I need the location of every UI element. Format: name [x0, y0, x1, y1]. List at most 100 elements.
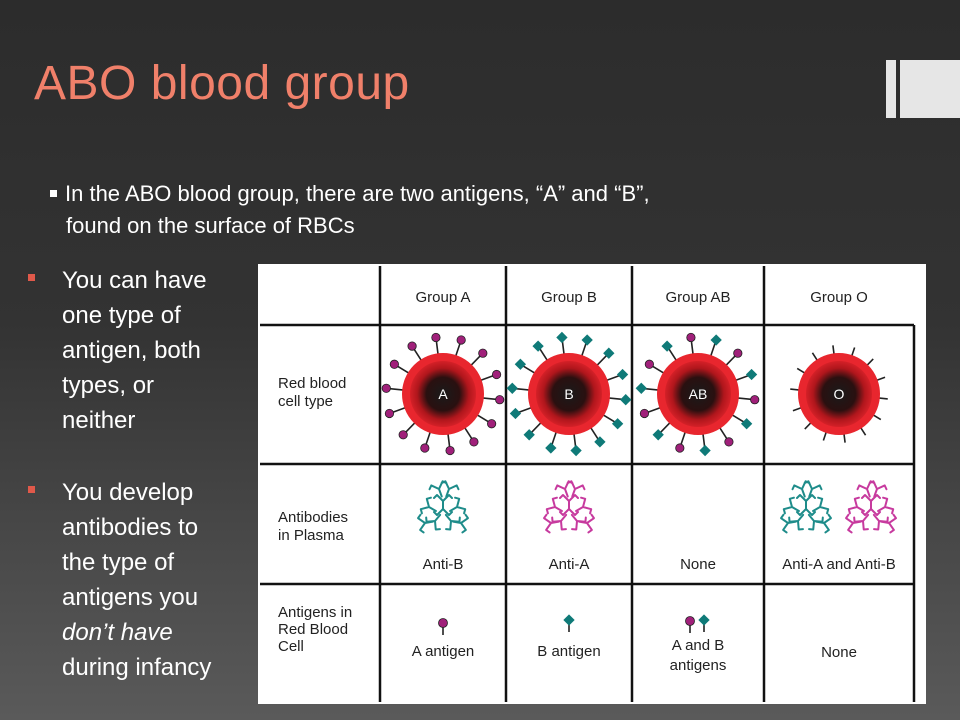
- antigen-a-marker: [431, 332, 441, 343]
- antigen-b-marker: [509, 407, 522, 420]
- antigen-label: antigens: [670, 657, 727, 674]
- row-label-antigens: Cell: [278, 638, 304, 655]
- antigen-b-marker: [545, 442, 557, 454]
- antigen-b-marker: [635, 382, 647, 394]
- antigen-a-marker: [686, 332, 696, 343]
- antigen-b-marker: [661, 340, 673, 352]
- antigen-b-marker: [594, 436, 606, 448]
- antigen-a-marker: [445, 445, 455, 456]
- antibody-icon: [782, 496, 800, 515]
- antigen-a-marker: [420, 443, 430, 453]
- antigen-b-icon: [698, 614, 710, 626]
- antibody-icon: [452, 513, 469, 534]
- antigen-a-marker: [469, 437, 479, 447]
- antigen-label: B antigen: [537, 643, 600, 660]
- bullet-marker-icon: [28, 486, 35, 493]
- antigen-b-marker: [620, 394, 632, 406]
- antibody-label: Anti-A: [549, 556, 590, 573]
- antibody-icon: [845, 513, 862, 534]
- antibody-icon: [449, 496, 467, 515]
- red-blood-cell-rim: [798, 353, 880, 435]
- antibody-icon: [856, 480, 876, 498]
- antibody-icon: [543, 513, 560, 534]
- antigen-a-marker: [487, 419, 497, 429]
- antigen-b-marker: [652, 429, 664, 441]
- antigen-a-marker: [724, 437, 734, 447]
- antibody-label: None: [680, 556, 716, 573]
- decor-block: [900, 60, 960, 118]
- antigen-b-icon: [563, 614, 575, 626]
- column-header: Group O: [810, 289, 868, 306]
- red-blood-cell: [661, 357, 735, 431]
- red-blood-cell-rim: [528, 353, 610, 435]
- row-label-antibodies: in Plasma: [278, 527, 345, 544]
- antibody-icon: [880, 513, 897, 534]
- intro-line-1: In the ABO blood group, there are two an…: [65, 181, 650, 206]
- antigen-a-marker: [381, 383, 391, 393]
- red-blood-cell: [532, 357, 606, 431]
- column-header: Group B: [541, 289, 597, 306]
- decor-bar: [886, 60, 896, 118]
- antigen-a-marker: [675, 443, 685, 453]
- antigen-a-marker: [389, 359, 399, 369]
- antigen-a-icon: [438, 618, 448, 628]
- antigen-b-marker: [745, 368, 758, 381]
- antibody-icon: [578, 513, 595, 534]
- antibody-icon: [559, 500, 579, 516]
- row-label-rbc: Red blood: [278, 375, 346, 392]
- antigen-b-marker: [710, 334, 722, 346]
- side2-line4: antigens you: [62, 584, 199, 611]
- antibody-icon: [780, 513, 797, 534]
- antigen-b-marker: [699, 444, 711, 457]
- antigen-a-icon: [685, 616, 695, 626]
- antibody-label: Anti-A and Anti-B: [782, 556, 895, 573]
- bullet-marker-icon: [50, 189, 57, 197]
- antibody-icon: [440, 480, 460, 498]
- antibody-icon: [419, 496, 437, 515]
- antigen-b-marker: [611, 418, 624, 430]
- antigen-a-marker: [639, 408, 650, 419]
- antigen-b-marker: [514, 358, 527, 370]
- antibody-icon: [877, 496, 895, 515]
- antibody-icon: [861, 500, 881, 516]
- side1-line1: You can have: [62, 267, 207, 294]
- antigen-b-marker: [740, 418, 753, 430]
- side-bullet-2: You develop antibodies to the type of an…: [28, 475, 253, 685]
- side-bullet-1: You can have one type of antigen, both t…: [28, 263, 253, 438]
- cell-letter: O: [834, 386, 845, 402]
- row-label-antigens: Antigens in: [278, 604, 352, 621]
- antibody-icon: [433, 500, 453, 516]
- side2-line6: during infancy: [62, 654, 212, 681]
- antibody-label: Anti-B: [423, 556, 464, 573]
- red-blood-cell-rim: [657, 353, 739, 435]
- side2-line1: You develop: [62, 479, 194, 506]
- side2-line5: don’t have: [62, 619, 173, 646]
- red-blood-cell: [406, 357, 480, 431]
- antigen-b-marker: [616, 368, 629, 381]
- antigen-a-marker: [733, 348, 743, 358]
- antigen-b-marker: [570, 444, 582, 457]
- antigen-b-marker: [523, 429, 535, 441]
- antibody-icon: [417, 513, 434, 534]
- antibody-icon: [868, 480, 888, 498]
- bullet-marker-icon: [28, 274, 35, 281]
- cell-letter: A: [438, 386, 448, 402]
- antigen-label: A and B: [672, 637, 725, 654]
- side1-line4: types, or: [62, 372, 155, 399]
- antibody-icon: [575, 496, 593, 515]
- antigen-b-marker: [581, 334, 593, 346]
- row-label-rbc: cell type: [278, 393, 333, 410]
- antibody-icon: [428, 480, 448, 498]
- antibody-icon: [566, 480, 586, 498]
- antigen-a-marker: [407, 341, 417, 351]
- cell-letter: B: [564, 386, 573, 402]
- antibody-icon: [545, 496, 563, 515]
- intro-line-2: found on the surface of RBCs: [66, 213, 355, 238]
- antibody-icon: [554, 480, 574, 498]
- side1-line5: neither: [62, 407, 136, 434]
- antigen-b-marker: [556, 331, 568, 344]
- slide-title: ABO blood group: [34, 57, 410, 110]
- side1-line2: one type of: [62, 302, 181, 329]
- antigen-a-marker: [495, 395, 505, 405]
